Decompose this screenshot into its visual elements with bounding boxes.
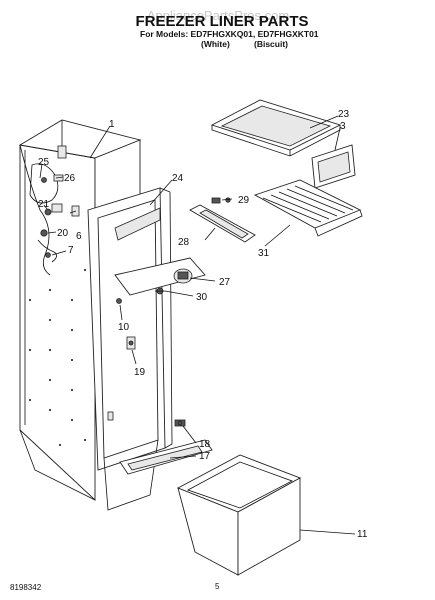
callout-31: 31 <box>258 248 270 259</box>
watermark-text: AppliancePartsPros.com <box>147 8 289 23</box>
leader-lines <box>39 115 356 535</box>
storage-bin-part <box>176 454 302 576</box>
callout-21: 21 <box>38 199 50 210</box>
callout-numbers: 1 25 26 21 6 20 7 24 29 28 31 23 3 27 30… <box>38 109 368 540</box>
callout-6: 6 <box>76 231 82 242</box>
freezer-liner-part <box>18 119 142 502</box>
callout-20: 20 <box>57 228 69 239</box>
callout-30: 30 <box>196 292 208 303</box>
shelf-trim-part <box>311 144 356 189</box>
frame-clips <box>116 298 136 350</box>
variant-biscuit: (Biscuit) <box>254 39 288 49</box>
callout-19: 19 <box>134 367 146 378</box>
callout-7: 7 <box>68 245 74 256</box>
wire-shelf-part <box>253 179 363 237</box>
page-title: FREEZER LINER PARTS <box>135 13 308 30</box>
callout-11: 11 <box>357 529 368 540</box>
variant-white: (White) <box>201 39 230 49</box>
page-number: 5 <box>215 582 220 591</box>
callout-17: 17 <box>199 451 211 462</box>
callout-29: 29 <box>238 195 250 206</box>
control-housing-part <box>114 257 206 296</box>
callout-1: 1 <box>109 119 115 130</box>
bottom-trim-part <box>119 419 213 475</box>
shelf-assembly-part <box>210 99 342 157</box>
callout-25: 25 <box>38 157 50 168</box>
models-line: For Models: ED7FHGXKQ01, ED7FHGXKT01 <box>140 29 319 39</box>
callout-3: 3 <box>340 121 346 132</box>
callout-27: 27 <box>219 277 231 288</box>
callout-28: 28 <box>178 237 190 248</box>
shelf-bracket-part <box>189 197 256 243</box>
callout-24: 24 <box>172 173 184 184</box>
callout-18: 18 <box>199 439 211 450</box>
callout-10: 10 <box>118 322 130 333</box>
callout-23: 23 <box>338 109 350 120</box>
document-number: 8198342 <box>10 583 42 592</box>
front-frame-part <box>87 187 173 511</box>
callout-26: 26 <box>64 173 76 184</box>
